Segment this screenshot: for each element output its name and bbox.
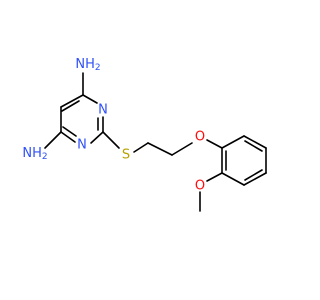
- amino-group-top: NH2: [75, 57, 100, 74]
- amino-group-bottom: NH2: [22, 146, 47, 163]
- atom-label-layer: NH2 NH2 N N S O O: [22, 57, 205, 194]
- bond: [221, 135, 245, 149]
- ring-nitrogen-lower: N: [77, 138, 87, 153]
- bond: [244, 169, 263, 181]
- sulfur-atom: S: [122, 148, 130, 163]
- bond: [206, 172, 223, 182]
- bond: [62, 126, 77, 137]
- bond: [90, 131, 104, 144]
- amino-label: NH: [22, 146, 42, 161]
- bond: [243, 172, 267, 186]
- bond: [221, 172, 245, 186]
- bond: [243, 135, 267, 149]
- amino-label: NH: [75, 57, 95, 72]
- bond: [147, 142, 173, 156]
- amino-subscript: 2: [95, 63, 101, 73]
- bond: [60, 131, 76, 143]
- bond: [61, 100, 80, 112]
- bond: [44, 131, 62, 149]
- bond: [244, 140, 263, 152]
- amino-subscript: 2: [42, 152, 48, 162]
- bond-layer: [44, 72, 267, 212]
- ring-nitrogen-upper: N: [98, 103, 108, 118]
- bond: [102, 131, 120, 149]
- ether-oxygen-atom: O: [195, 130, 205, 145]
- methoxy-oxygen-atom: O: [195, 179, 205, 194]
- bond: [60, 94, 84, 108]
- structure-diagram: NH2 NH2 N N S O O: [22, 57, 267, 212]
- molecule-canvas: NH2 NH2 N N S O O: [22, 57, 267, 212]
- bond: [82, 94, 98, 104]
- bond: [133, 142, 149, 153]
- bond: [206, 139, 223, 149]
- bond: [171, 142, 193, 156]
